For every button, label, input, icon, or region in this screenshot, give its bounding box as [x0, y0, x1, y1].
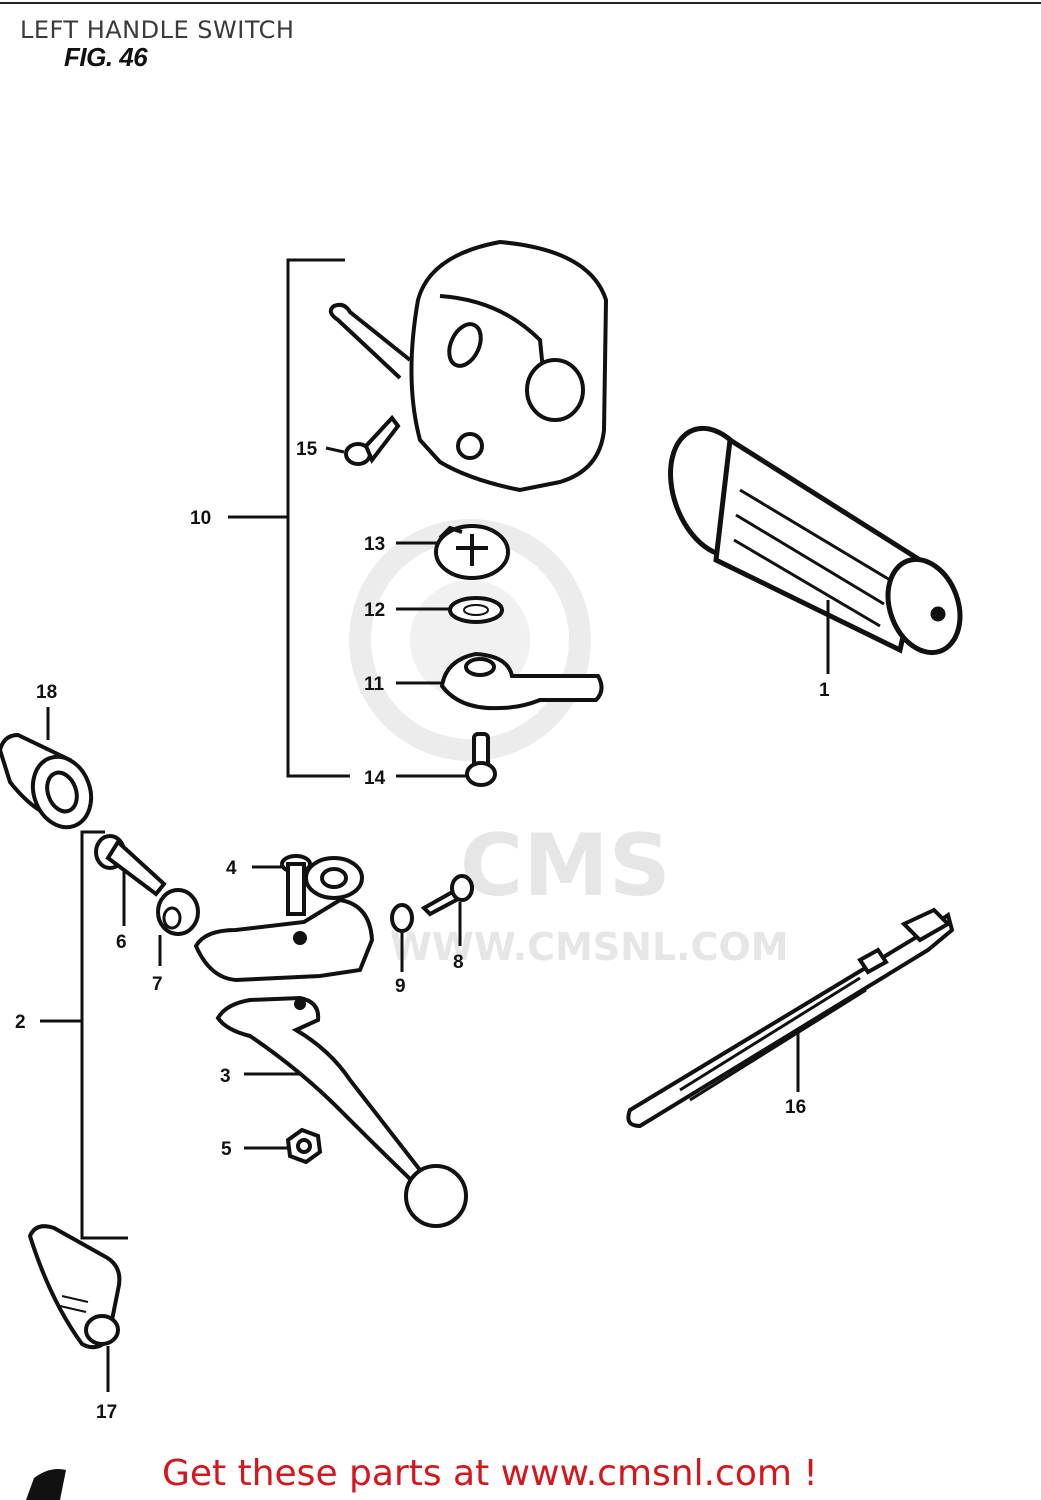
leader-lines [46, 446, 830, 1392]
bracket-10 [228, 258, 350, 778]
corner-mark [26, 1469, 66, 1500]
handle-grip-1 [668, 425, 963, 656]
strap-16 [626, 907, 955, 1129]
washer-12-hole [463, 604, 489, 616]
nut-5 [285, 1127, 323, 1165]
callout-14: 14 [364, 768, 386, 789]
callout-13: 13 [364, 534, 385, 555]
callout-1: 1 [819, 680, 830, 701]
callout-3: 3 [220, 1066, 231, 1087]
screw-14 [465, 732, 497, 787]
watermark: CMS WWW.CMSNL.COM [349, 519, 789, 969]
washer-9 [390, 903, 414, 933]
switch-lever-11 [439, 651, 604, 711]
switch-housing [328, 239, 609, 493]
callout-18: 18 [36, 682, 57, 703]
callout-4: 4 [226, 858, 237, 879]
screw-15 [344, 414, 401, 466]
callout-2: 2 [15, 1012, 26, 1033]
boot-cover-17 [27, 1224, 122, 1350]
callout-10: 10 [190, 508, 211, 529]
callout-16: 16 [785, 1097, 806, 1118]
callout-11: 11 [364, 674, 385, 695]
bar-end-18 [0, 732, 94, 830]
figure-label: FIG. 46 [64, 42, 148, 72]
top-rule [0, 2, 1041, 4]
callout-15: 15 [296, 439, 318, 460]
callout-5: 5 [221, 1139, 232, 1160]
callout-17: 17 [96, 1402, 117, 1423]
callouts: 1 2 3 4 5 6 7 8 9 10 11 12 13 14 15 16 1… [15, 439, 830, 1423]
callout-7: 7 [152, 974, 163, 995]
callout-8: 8 [453, 952, 464, 973]
promo-link[interactable]: Get these parts at www.cmsnl.com ! [162, 1453, 818, 1494]
callout-9: 9 [395, 976, 406, 997]
switch-knob-13 [434, 524, 510, 580]
screw-8 [420, 874, 474, 917]
bracket-2 [40, 830, 128, 1240]
watermark-brand: CMS [460, 816, 671, 916]
watermark-url: WWW.CMSNL.COM [390, 925, 789, 969]
spacer-7-hole [162, 906, 182, 930]
clutch-lever-3 [215, 995, 468, 1228]
lever-perch [193, 856, 375, 983]
bolt-4 [280, 854, 312, 916]
page-title: LEFT HANDLE SWITCH [20, 16, 295, 44]
bolt-6 [94, 834, 167, 897]
callout-12: 12 [364, 600, 385, 621]
callout-6: 6 [116, 932, 127, 953]
